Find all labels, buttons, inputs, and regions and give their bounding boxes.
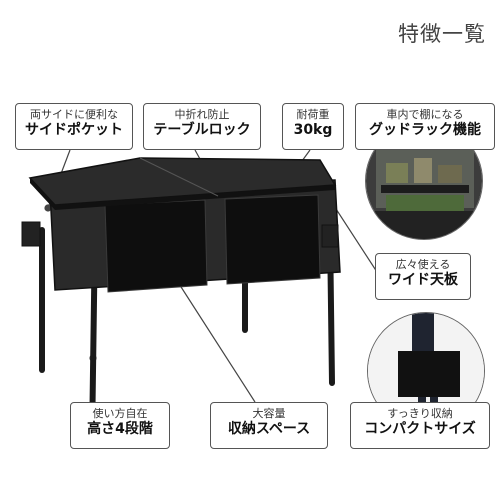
feature-main-text: ワイド天板: [388, 271, 458, 288]
feature-sub-text: 使い方自在: [92, 407, 148, 420]
feature-storage-space: 大容量 収納スペース: [210, 402, 328, 449]
feature-sub-text: 車内で棚になる: [386, 108, 464, 121]
feature-good-rack: 車内で棚になる グッドラック機能: [355, 103, 495, 150]
feature-sub-text: すっきり収納: [387, 407, 453, 420]
feature-load-capacity: 耐荷重 30kg: [282, 103, 344, 150]
feature-main-text: コンパクトサイズ: [364, 420, 476, 437]
feature-main-text: 収納スペース: [227, 420, 311, 437]
feature-sub-text: 中折れ防止: [174, 108, 230, 121]
feature-main-text: サイドポケット: [25, 121, 123, 138]
feature-compact-size: すっきり収納 コンパクトサイズ: [350, 402, 490, 449]
feature-sub-text: 大容量: [252, 407, 286, 420]
feature-side-pocket: 両サイドに便利な サイドポケット: [15, 103, 133, 150]
feature-wide-top: 広々使える ワイド天板: [375, 253, 471, 300]
car-trunk-photo: [365, 122, 483, 240]
feature-main-text: 高さ4段階: [87, 420, 153, 437]
feature-main-text: グッドラック機能: [369, 121, 481, 138]
feature-sub-text: 両サイドに便利な: [30, 108, 118, 121]
feature-main-text: 30kg: [293, 121, 333, 138]
feature-main-text: テーブルロック: [153, 121, 251, 138]
feature-sub-text: 広々使える: [395, 258, 451, 271]
feature-sub-text: 耐荷重: [296, 108, 330, 121]
feature-table-lock: 中折れ防止 テーブルロック: [143, 103, 261, 150]
feature-height-adjust: 使い方自在 高さ4段階: [70, 402, 170, 449]
page-title: 特徴一覧: [398, 22, 486, 46]
